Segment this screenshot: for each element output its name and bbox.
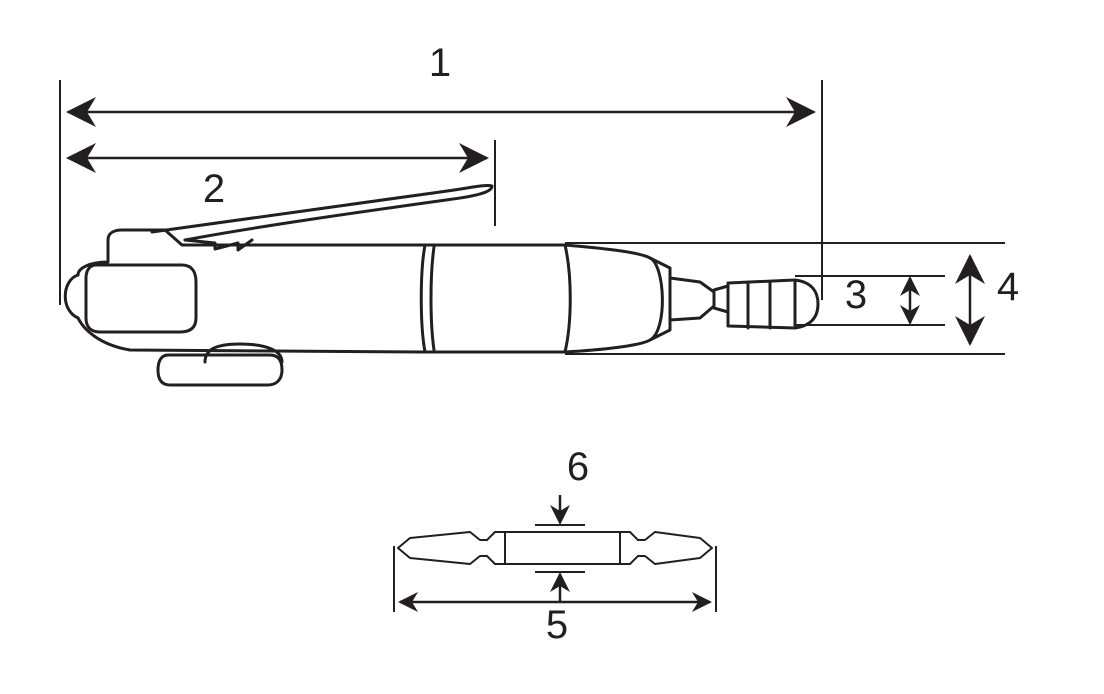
dimension-3: 3 [795,273,945,326]
nose-section [648,256,716,342]
rear-housing [84,263,198,334]
motor-housing [419,243,567,354]
dim3-label: 3 [845,273,867,317]
reverse-switch [156,353,284,387]
dimension-6: 6 [535,445,589,602]
dim4-label: 4 [997,265,1019,309]
screwdriver-bit [397,531,713,565]
housing-taper [563,243,652,354]
handle-outline [76,228,427,354]
reverse-switch-knob [203,342,284,364]
air-screwdriver [63,184,820,387]
dimension-1: 1 [59,41,823,305]
lever-hinge [183,238,254,252]
bit-outline [397,531,713,565]
dim2-label: 2 [203,167,225,211]
rear-cap [63,273,80,320]
dim1-label: 1 [429,41,451,85]
dimension-5: 5 [393,546,717,647]
throttle-lever [150,184,494,242]
dim6-label: 6 [567,445,589,489]
dim5-label: 5 [546,603,568,647]
dimension-4: 4 [565,242,1019,355]
dimension-2: 2 [66,140,496,226]
chuck [712,278,820,330]
